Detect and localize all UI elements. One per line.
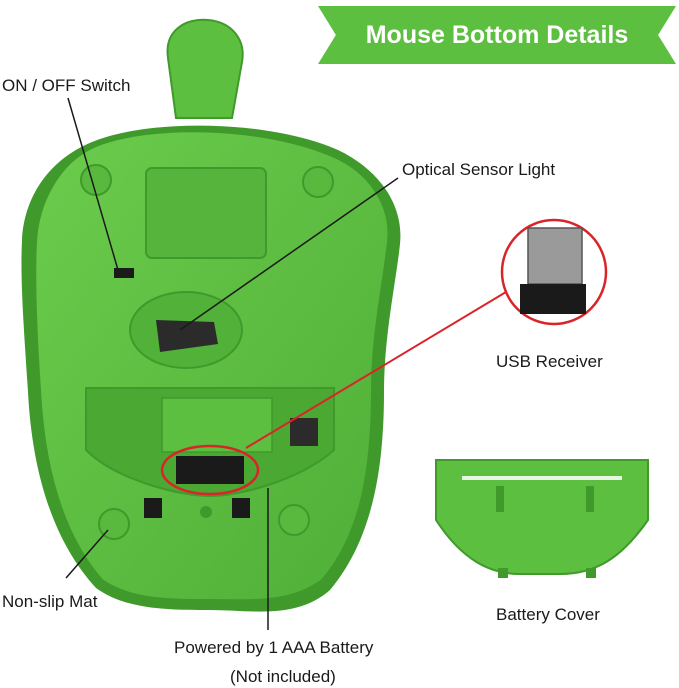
sensor-label: Optical Sensor Light (402, 160, 555, 180)
mat-label: Non-slip Mat (2, 592, 97, 612)
switch-label: ON / OFF Switch (2, 76, 130, 96)
cover-label: Battery Cover (496, 605, 600, 625)
battery-cover-edge (462, 476, 622, 480)
receiver-label: USB Receiver (496, 352, 603, 372)
screw-hole-top-left (81, 165, 111, 195)
screw-hole-top-right (303, 167, 333, 197)
battery-cover-tab-right (586, 486, 594, 512)
battery-cover-clip-left (498, 568, 508, 578)
label-plate (146, 168, 266, 258)
battery-slot (162, 398, 272, 452)
on-off-switch (114, 268, 134, 278)
battery-cover-tab-left (496, 486, 504, 512)
battery-spring (290, 418, 318, 446)
cover-notch-left (144, 498, 162, 518)
battery-label-line2: (Not included) (230, 667, 336, 687)
battery-label-line1: Powered by 1 AAA Battery (174, 638, 373, 658)
screw-hole-bottom-right (279, 505, 309, 535)
usb-receiver-slot (176, 456, 244, 484)
battery-cover-clip-right (586, 568, 596, 578)
usb-receiver-plug (528, 228, 582, 284)
cover-screw (200, 506, 212, 518)
usb-receiver-body (520, 284, 586, 314)
mouse-top-tab (168, 20, 243, 118)
cover-notch-right (232, 498, 250, 518)
